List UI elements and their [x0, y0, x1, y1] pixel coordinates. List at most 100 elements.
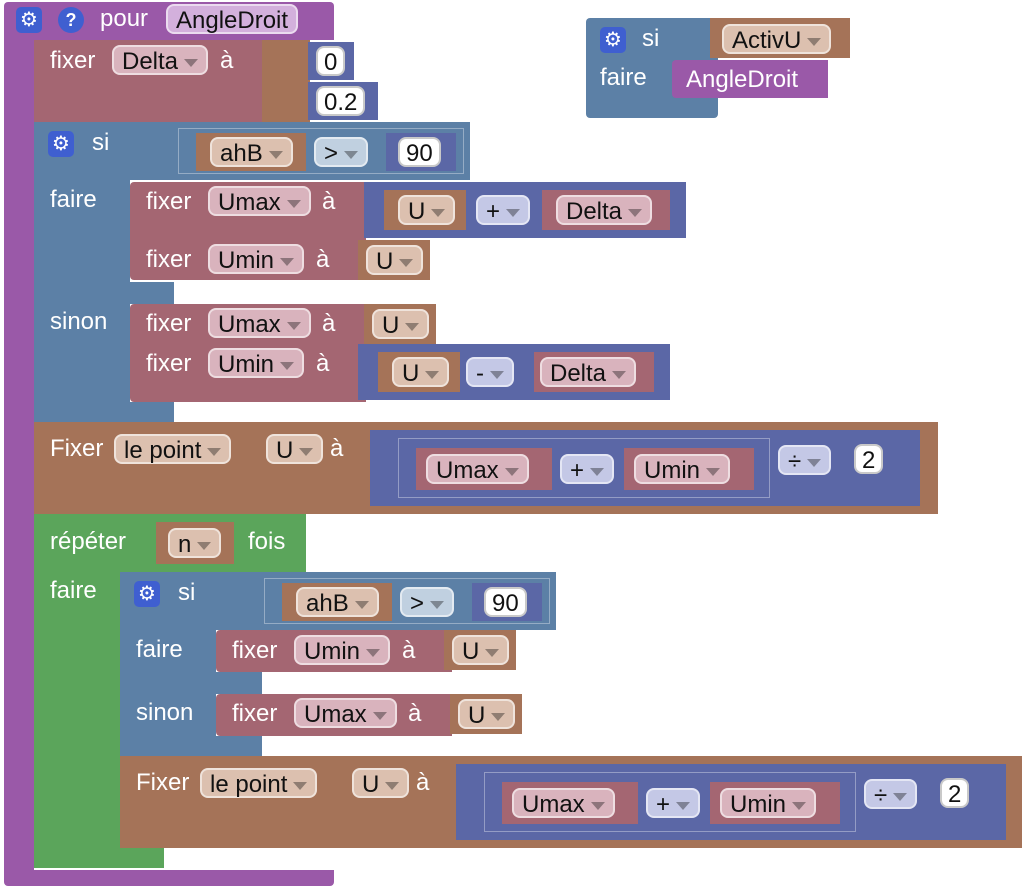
chevron-down-icon — [893, 792, 908, 801]
if1-then2-variable-dropdown[interactable]: Umin — [208, 244, 305, 274]
if1-then2-value-dropdown[interactable]: U — [366, 245, 424, 275]
chevron-down-icon — [286, 321, 301, 330]
chevron-down-icon — [299, 447, 314, 456]
setpoint1-property-label: le point — [124, 437, 202, 464]
trigger-settings-icon[interactable]: ⚙ — [600, 27, 626, 53]
if1-else2-variable-dropdown[interactable]: Umin — [208, 348, 305, 378]
setpoint2-keyword: Fixer — [136, 769, 190, 796]
setpoint1-divisor-value[interactable]: 2 — [854, 444, 884, 474]
set-delta-value-b[interactable]: 0.2 — [316, 86, 366, 116]
repeat-count-dropdown[interactable]: n — [168, 528, 222, 558]
if2-else1-keyword: fixer — [232, 700, 278, 727]
settings-icon[interactable]: ⚙ — [16, 7, 42, 33]
if2-else1-value-label: U — [468, 702, 486, 729]
set-delta-variable-dropdown[interactable]: Delta — [112, 45, 209, 75]
if2-then1-value-dropdown[interactable]: U — [452, 635, 510, 665]
set-delta-value-a[interactable]: 0 — [316, 46, 346, 76]
if1-else2-left-label: U — [402, 360, 420, 387]
setpoint1-operator-dropdown[interactable]: + — [560, 454, 615, 484]
if1-cond-left-label: ahB — [220, 140, 263, 167]
chevron-down-icon — [628, 208, 643, 217]
setpoint2-right-dropdown[interactable]: Umin — [720, 788, 817, 818]
setpoint1-divide-label: ÷ — [788, 448, 802, 475]
if2-else1-value-dropdown[interactable]: U — [458, 699, 516, 729]
setpoint2-property-dropdown[interactable]: le point — [200, 768, 318, 798]
setpoint2-left-dropdown[interactable]: Umax — [512, 788, 615, 818]
if1-else2-right-label: Delta — [550, 360, 607, 387]
repeat-count-label: n — [178, 531, 192, 558]
if2-else1-variable-dropdown[interactable]: Umax — [294, 698, 397, 728]
if1-else-bar — [34, 282, 174, 304]
chevron-down-icon — [280, 361, 295, 370]
setpoint1-property-dropdown[interactable]: le point — [114, 434, 232, 464]
chevron-down-icon — [706, 467, 721, 476]
setpoint2-divide-label: ÷ — [874, 782, 888, 809]
chevron-down-icon — [366, 648, 381, 657]
repeat-do-keyword: faire — [50, 577, 97, 604]
repeat-keyword: répéter — [50, 528, 127, 555]
trigger-condition-dropdown[interactable]: ActivU — [722, 24, 832, 54]
if1-cond-operator-dropdown[interactable]: > — [314, 137, 369, 167]
setpoint2-target-dropdown[interactable]: U — [352, 768, 410, 798]
help-icon[interactable]: ? — [58, 7, 84, 33]
if2-then1-variable-dropdown[interactable]: Umin — [294, 635, 391, 665]
chevron-down-icon — [354, 600, 369, 609]
trigger-call-label: AngleDroit — [686, 66, 799, 93]
if1-else1-to: à — [322, 310, 336, 337]
chevron-down-icon — [612, 370, 627, 379]
trigger-do-keyword: faire — [600, 64, 647, 91]
if1-then1-operator-dropdown[interactable]: + — [476, 195, 531, 225]
setpoint1-right-dropdown[interactable]: Umin — [634, 454, 731, 484]
if2-cond-left-dropdown[interactable]: ahB — [296, 587, 379, 617]
if1-else2-keyword: fixer — [146, 350, 192, 377]
if2-cond-operator-dropdown[interactable]: > — [400, 587, 455, 617]
if1-cond-right-value[interactable]: 90 — [398, 137, 441, 167]
if1-do-keyword: faire — [50, 186, 97, 213]
setpoint2-divide-dropdown[interactable]: ÷ — [864, 779, 918, 809]
repeat-spine — [34, 570, 120, 856]
if1-else1-keyword: fixer — [146, 310, 192, 337]
set-delta-to: à — [220, 47, 234, 74]
chevron-down-icon — [286, 199, 301, 208]
setpoint2-operator-dropdown[interactable]: + — [646, 788, 701, 818]
setpoint2-divisor-value[interactable]: 2 — [940, 778, 970, 808]
if1-then1-left-label: U — [408, 198, 426, 225]
if1-then2-keyword: fixer — [146, 246, 192, 273]
setpoint1-divide-dropdown[interactable]: ÷ — [778, 445, 832, 475]
if1-else2-to: à — [316, 350, 330, 377]
if2-cond-left-label: ahB — [306, 590, 349, 617]
chevron-down-icon — [372, 711, 387, 720]
set-delta-variable-label: Delta — [122, 48, 179, 75]
if1-else2-right-dropdown[interactable]: Delta — [540, 357, 637, 387]
chevron-down-icon — [405, 322, 420, 331]
if1-else2-left-dropdown[interactable]: U — [392, 357, 450, 387]
chevron-down-icon — [207, 447, 222, 456]
if1-else2-operator-dropdown[interactable]: - — [466, 357, 514, 387]
if2-cond-operator-label: > — [410, 590, 425, 617]
if2-settings-icon[interactable]: ⚙ — [134, 581, 160, 607]
chevron-down-icon — [385, 781, 400, 790]
setpoint1-left-dropdown[interactable]: Umax — [426, 454, 529, 484]
if1-cond-left-dropdown[interactable]: ahB — [210, 137, 293, 167]
if1-else2-variable-label: Umin — [218, 351, 275, 378]
if1-else1-variable-dropdown[interactable]: Umax — [208, 308, 311, 338]
if1-else1-value-dropdown[interactable]: U — [372, 309, 430, 339]
setpoint1-target-dropdown[interactable]: U — [266, 434, 324, 464]
chevron-down-icon — [344, 150, 359, 159]
chevron-down-icon — [807, 458, 822, 467]
if1-then1-to: à — [322, 188, 336, 215]
if1-then1-variable-dropdown[interactable]: Umax — [208, 186, 311, 216]
if2-if-keyword: si — [178, 579, 196, 606]
trigger-call-block[interactable] — [672, 60, 828, 98]
chevron-down-icon — [430, 600, 445, 609]
if1-then1-right-dropdown[interactable]: Delta — [556, 195, 653, 225]
chevron-down-icon — [491, 712, 506, 721]
if1-else1-value-label: U — [382, 312, 400, 339]
if1-then1-left-dropdown[interactable]: U — [398, 195, 456, 225]
procedure-keyword: pour — [100, 5, 149, 32]
procedure-name-field[interactable]: AngleDroit — [166, 4, 299, 34]
if2-cond-right-value[interactable]: 90 — [484, 587, 527, 617]
setpoint1-operator-label: + — [570, 457, 585, 484]
if2-else1-to: à — [408, 700, 422, 727]
if1-settings-icon[interactable]: ⚙ — [48, 131, 74, 157]
